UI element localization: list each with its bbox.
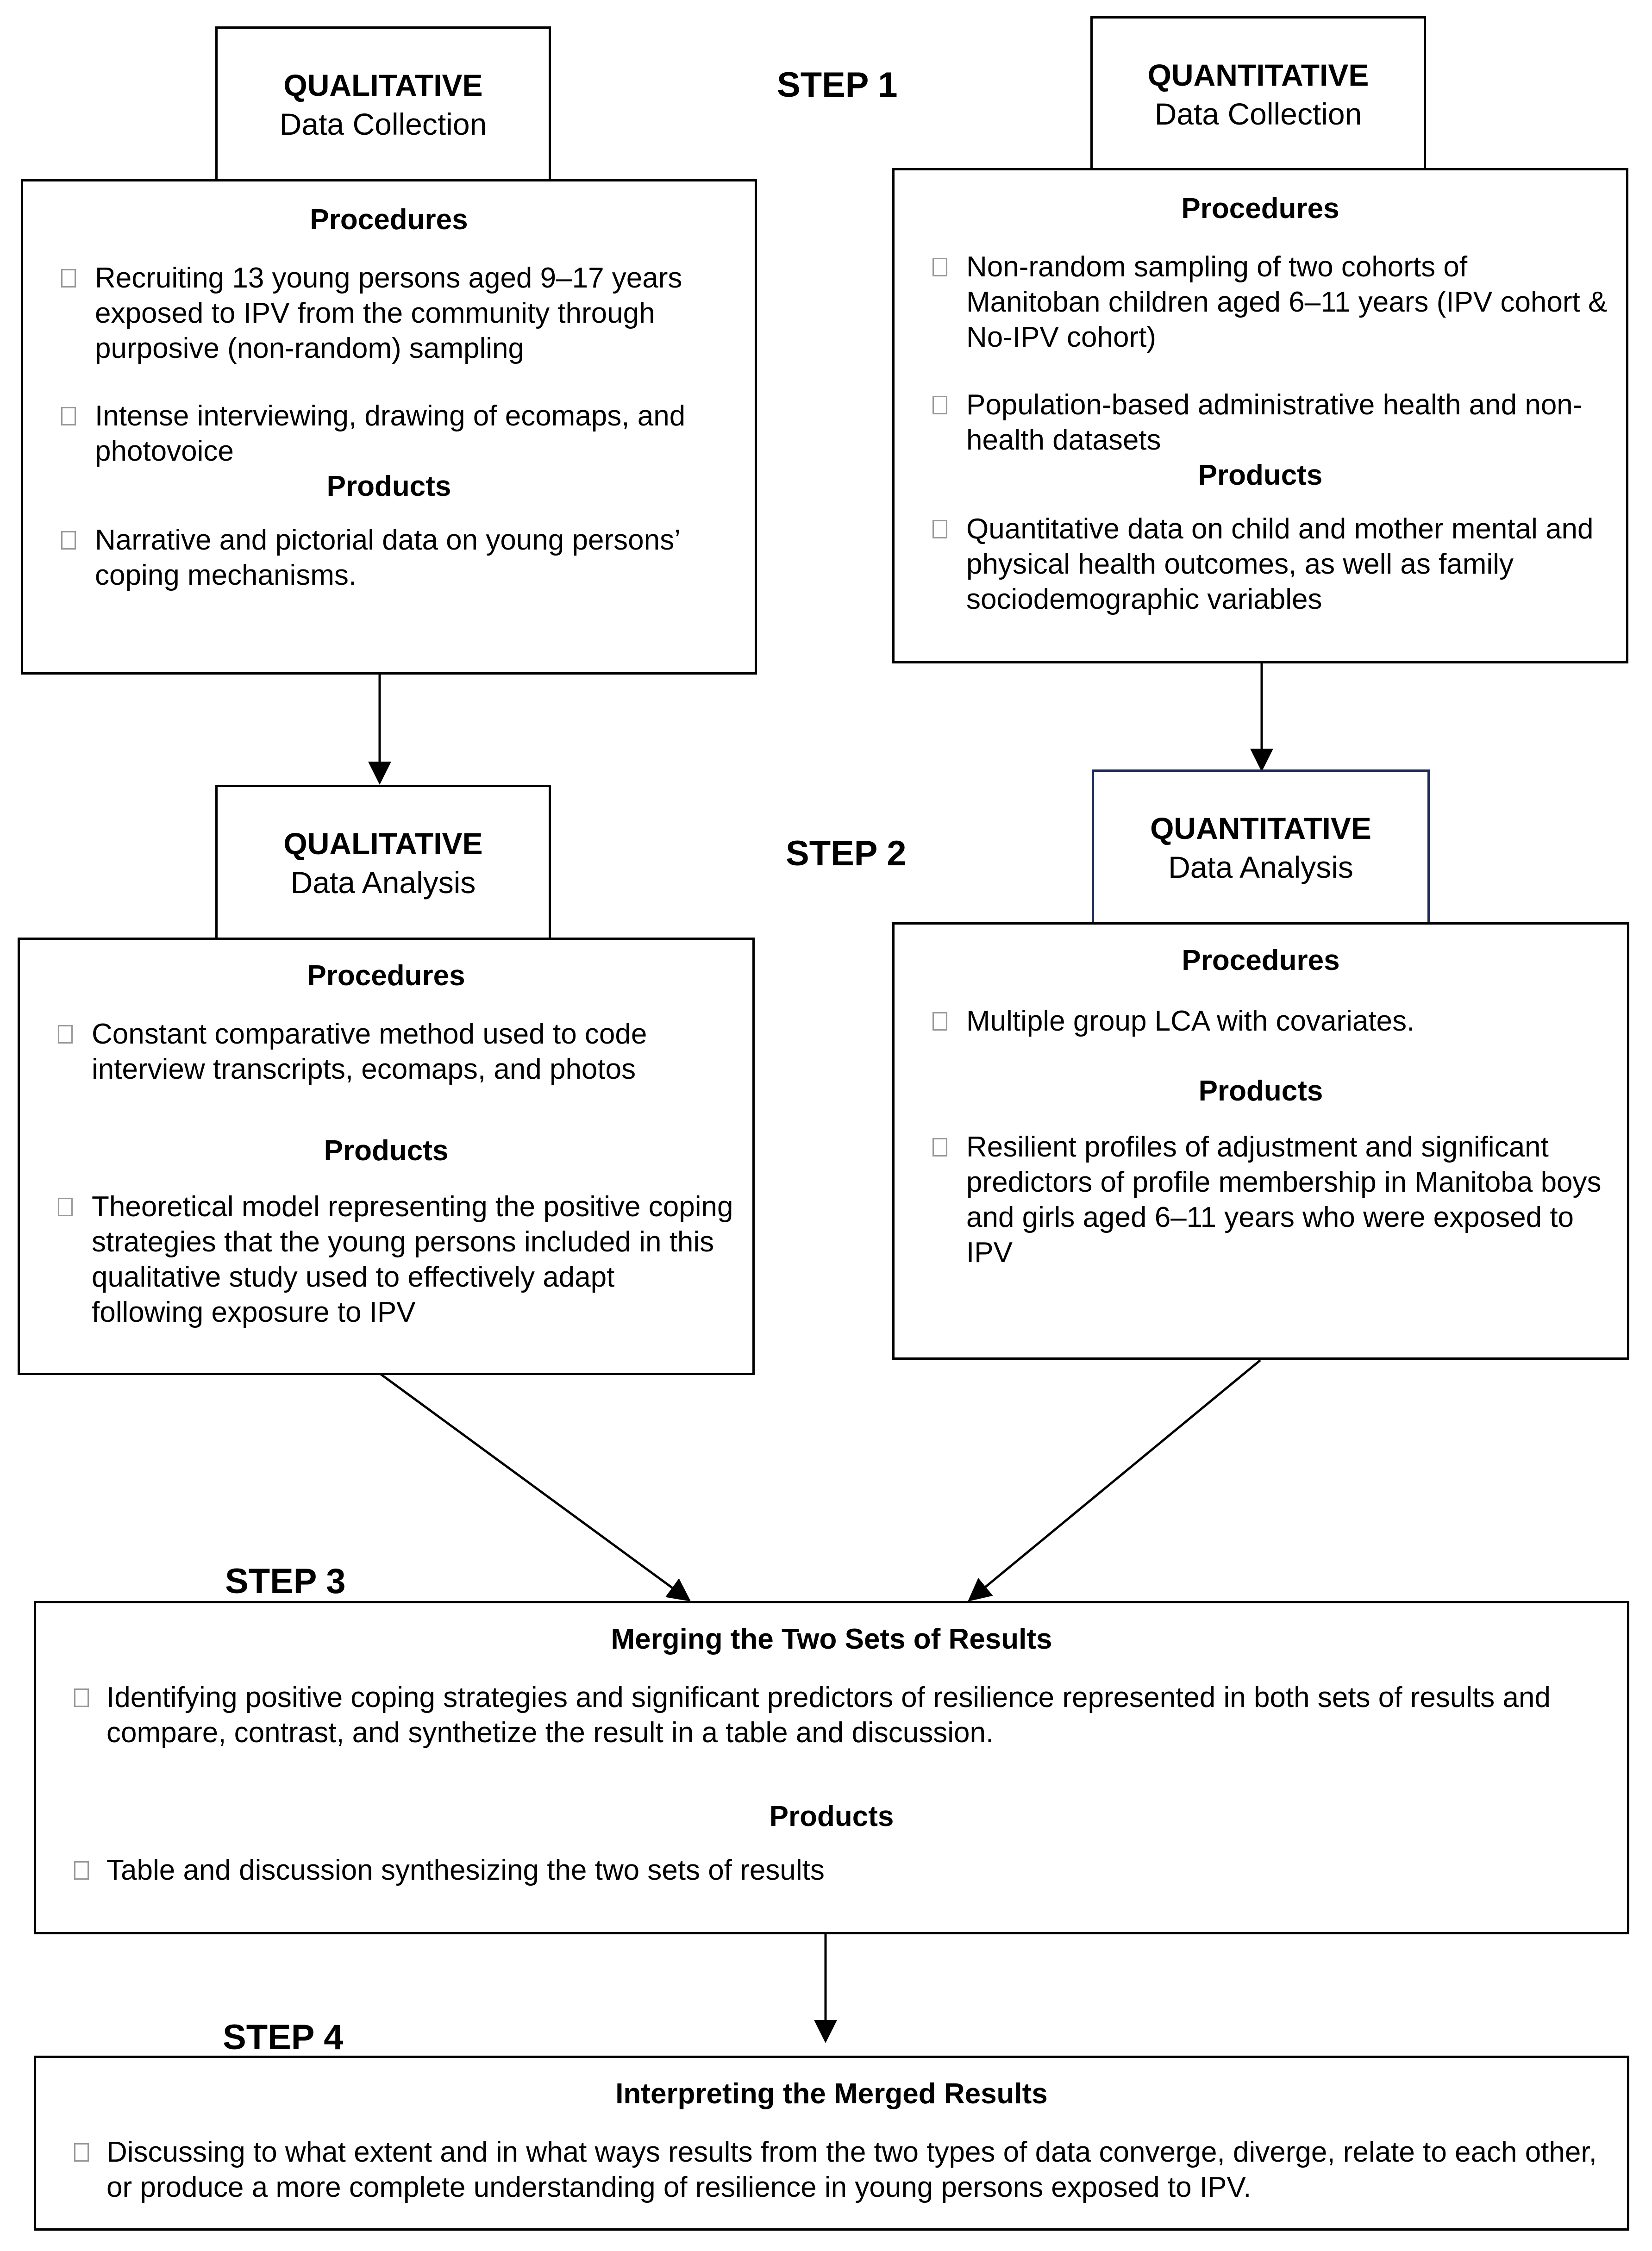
checkbox-icon <box>61 269 76 288</box>
quant-analysis-product-item: Resilient profiles of adjustment and sig… <box>895 1130 1608 1270</box>
interpreting-title: Interpreting the Merged Results <box>615 2078 1048 2110</box>
qual-analysis-product-item: Theoretical model representing the posit… <box>20 1189 734 1330</box>
qual-analysis-body: Procedures Constant comparative method u… <box>18 938 755 1375</box>
quant-analysis-header: QUANTITATIVE Data Analysis <box>1092 769 1430 925</box>
step-1-label: STEP 1 <box>777 65 898 105</box>
qual-collection-title: QUALITATIVE <box>283 68 483 102</box>
qual-collection-body: Procedures Recruiting 13 young persons a… <box>21 179 757 675</box>
quant-analysis-subtitle: Data Analysis <box>1168 850 1353 884</box>
qual-analysis-procedures-label: Procedures <box>307 960 465 992</box>
checkbox-icon <box>932 520 947 538</box>
qual-collection-procedure-item: Recruiting 13 young persons aged 9–17 ye… <box>23 261 736 366</box>
checkbox-icon <box>74 2143 89 2162</box>
qual-collection-procedure-item: Intense interviewing, drawing of ecomaps… <box>23 399 736 469</box>
quant-analysis-procedures-label: Procedures <box>1182 944 1340 976</box>
quant-collection-subtitle: Data Collection <box>1154 97 1362 131</box>
qual-collection-subtitle: Data Collection <box>279 107 487 141</box>
qual-collection-product-item: Narrative and pictorial data on young pe… <box>23 523 736 593</box>
quant-analysis-body: Procedures Multiple group LCA with covar… <box>892 922 1629 1360</box>
qual-collection-procedures-label: Procedures <box>310 204 468 236</box>
checkbox-icon <box>932 1012 947 1031</box>
merging-box: Merging the Two Sets of Results Identify… <box>34 1601 1629 1934</box>
qual-analysis-title: QUALITATIVE <box>283 826 483 861</box>
merging-item: Identifying positive coping strategies a… <box>36 1680 1608 1751</box>
checkbox-icon <box>74 1861 89 1880</box>
checkbox-icon <box>74 1688 89 1707</box>
step-4-label: STEP 4 <box>223 2018 344 2057</box>
quant-collection-product-item: Quantitative data on child and mother me… <box>895 512 1608 617</box>
quant-collection-procedures-label: Procedures <box>1181 193 1339 225</box>
quant-analysis-procedure-item: Multiple group LCA with covariates. <box>895 1004 1608 1039</box>
checkbox-icon <box>61 407 76 425</box>
checkbox-icon <box>932 396 947 414</box>
quant-collection-procedure-item: Non-random sampling of two cohorts of Ma… <box>895 250 1608 355</box>
checkbox-icon <box>932 1138 947 1157</box>
qual-analysis-procedure-item: Constant comparative method used to code… <box>20 1017 734 1087</box>
qual-collection-header: QUALITATIVE Data Collection <box>215 26 551 181</box>
quant-collection-title: QUANTITATIVE <box>1147 58 1369 92</box>
quant-collection-procedure-item: Population-based administrative health a… <box>895 388 1608 458</box>
checkbox-icon <box>61 531 76 550</box>
interpreting-item: Discussing to what extent and in what wa… <box>36 2135 1608 2205</box>
step-3-label: STEP 3 <box>225 1562 346 1601</box>
merging-product-item: Table and discussion synthesizing the tw… <box>36 1853 1608 1888</box>
qual-collection-products-label: Products <box>326 470 451 502</box>
merging-products-label: Products <box>769 1801 894 1832</box>
checkbox-icon <box>932 258 947 276</box>
quant-analysis-title: QUANTITATIVE <box>1150 811 1371 845</box>
quant-collection-header: QUANTITATIVE Data Collection <box>1090 16 1426 171</box>
quant-analysis-products-label: Products <box>1198 1075 1323 1107</box>
merging-title: Merging the Two Sets of Results <box>611 1623 1052 1655</box>
arrow-quant-analysis-to-merge <box>968 1359 1261 1602</box>
checkbox-icon <box>58 1198 73 1216</box>
qual-analysis-subtitle: Data Analysis <box>290 865 476 900</box>
qual-analysis-header: QUALITATIVE Data Analysis <box>215 785 551 940</box>
quant-collection-body: Procedures Non-random sampling of two co… <box>892 168 1628 663</box>
qual-analysis-products-label: Products <box>324 1135 449 1167</box>
checkbox-icon <box>58 1025 73 1044</box>
interpreting-box: Interpreting the Merged Results Discussi… <box>34 2056 1629 2231</box>
arrow-qual-analysis-to-merge <box>378 1371 691 1601</box>
step-2-label: STEP 2 <box>786 834 907 873</box>
quant-collection-products-label: Products <box>1198 459 1323 491</box>
